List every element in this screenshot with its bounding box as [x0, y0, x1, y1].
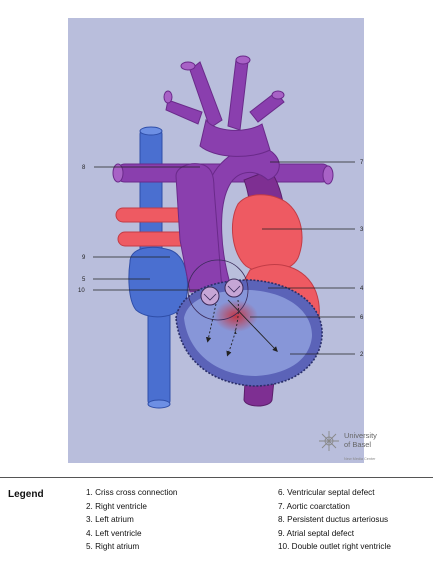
legend-divider	[0, 477, 433, 478]
vsd-highlight	[214, 300, 258, 332]
legend-item: 4. Left ventricle	[86, 528, 142, 538]
callout-7: 7	[360, 160, 364, 166]
heart-diagram: 1 8 7 3 9 5 4 10 6 2	[68, 18, 364, 463]
callout-2: 2	[360, 352, 364, 358]
arrow-label: 1	[234, 330, 238, 336]
legend-item: 1. Criss cross connection	[86, 488, 178, 497]
callout-8: 8	[82, 165, 86, 171]
legend-item: 10. Double outlet right ventricle	[278, 542, 391, 552]
logo-subline: New Media Center	[344, 457, 376, 461]
callout-10: 10	[78, 288, 85, 294]
right-ventricle	[175, 279, 323, 387]
callout-3: 3	[360, 227, 364, 233]
great-artery-trunk	[175, 163, 223, 293]
legend-column-right: 6. Ventricular septal defect 7. Aortic c…	[278, 486, 391, 554]
logo-text: University of Basel	[344, 431, 377, 449]
callout-5: 5	[82, 277, 86, 283]
callout-4: 4	[360, 286, 364, 292]
right-atrium	[128, 246, 188, 318]
legend-item: 5. Right atrium	[86, 542, 140, 552]
left-atrium	[232, 194, 303, 273]
callout-9: 9	[82, 255, 86, 261]
legend-item: 7. Aortic coarctation	[278, 501, 350, 511]
legend-item: 3. Left atrium	[86, 515, 134, 525]
legend-item: 2. Right ventricle	[86, 501, 147, 511]
callout-lines	[93, 161, 355, 355]
logo-mark-icon	[319, 431, 339, 451]
legend-item: 9. Atrial septal defect	[278, 528, 355, 538]
legend-item: 8. Persistent ductus arteriosus	[278, 515, 389, 525]
legend-column-left: 1. Criss cross connection 2. Right ventr…	[86, 486, 177, 554]
logo-line2: of Basel	[344, 439, 372, 449]
legend-item: 6. Ventricular septal defect	[278, 488, 375, 497]
legend-title: Legend	[8, 489, 44, 500]
logo-line1: University	[344, 431, 377, 440]
university-logo: University of Basel New Media Center	[318, 430, 390, 466]
callout-6: 6	[360, 315, 364, 321]
flow-arrows: 1	[205, 299, 278, 357]
